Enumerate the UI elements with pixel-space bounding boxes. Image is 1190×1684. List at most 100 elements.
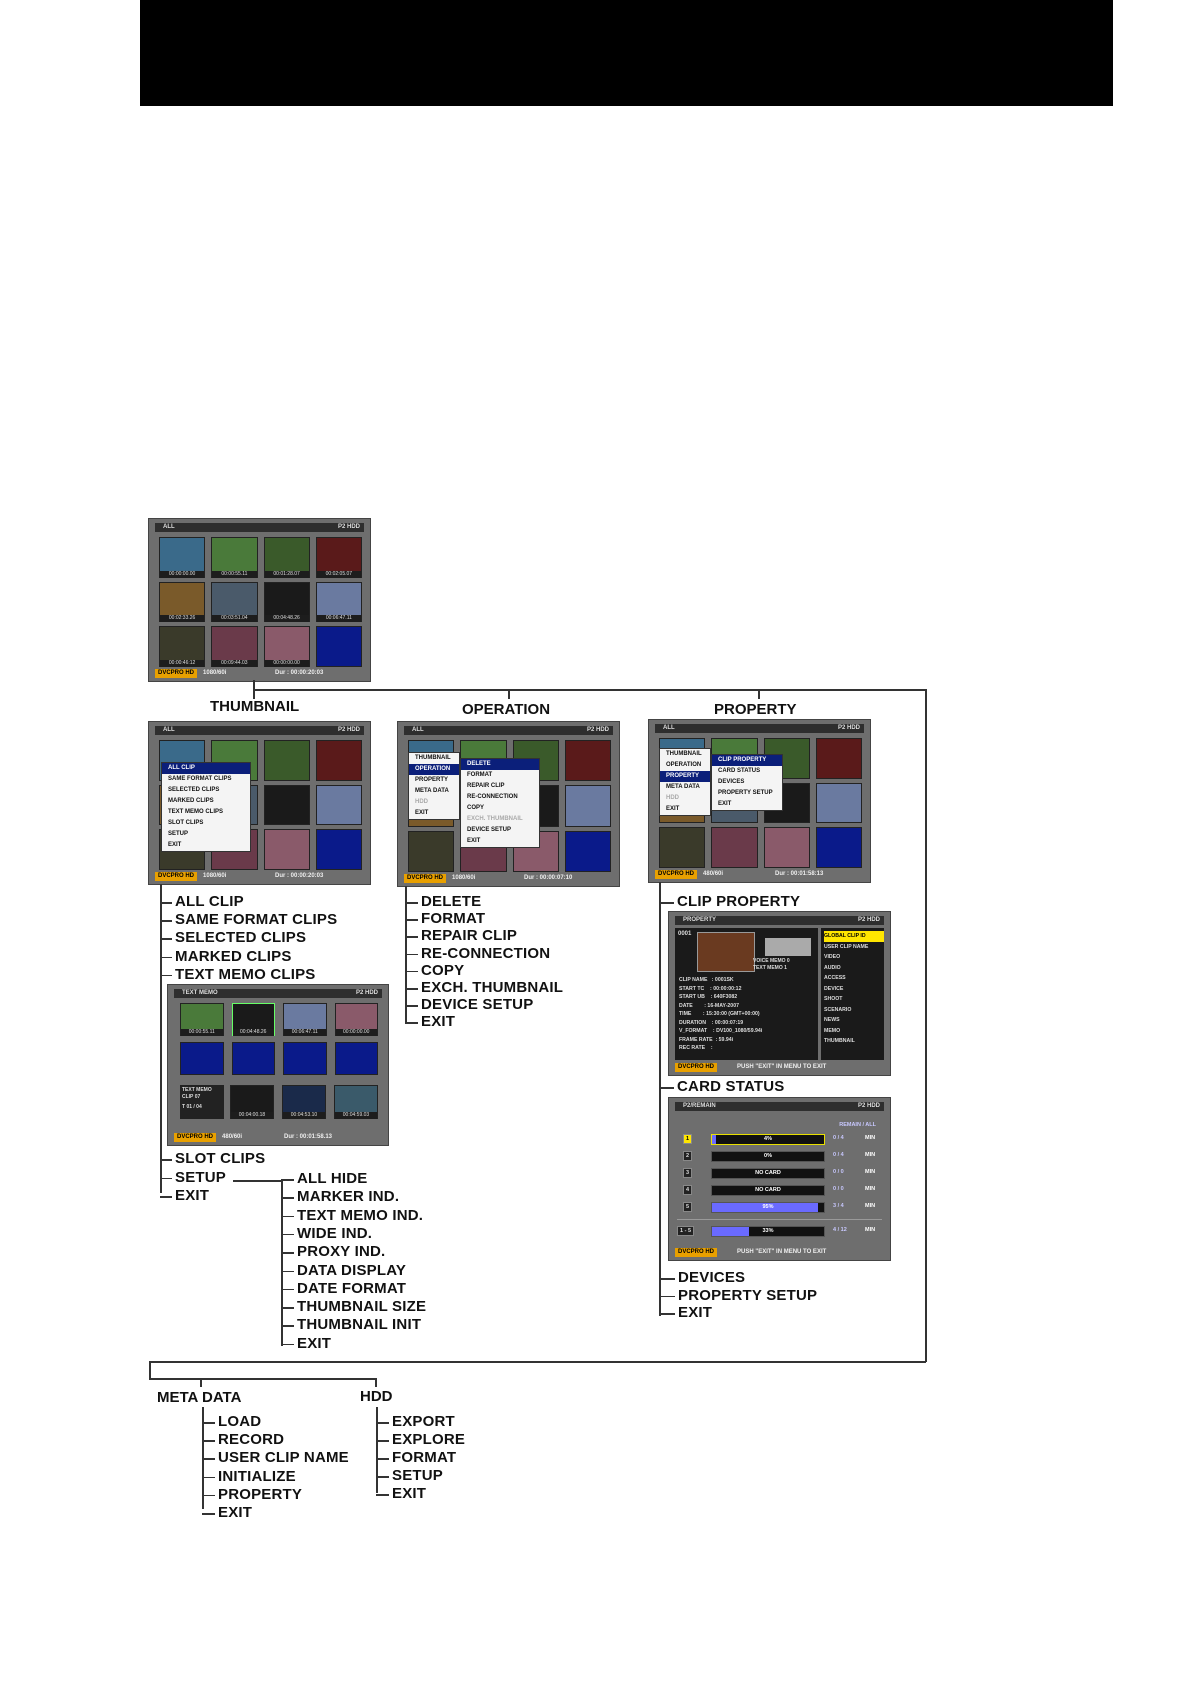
side-menu-item[interactable]: THUMBNAIL bbox=[824, 1038, 855, 1044]
menu-item[interactable]: EXIT bbox=[168, 842, 182, 848]
thumbnail-timecode: 00:06:47.11 bbox=[316, 615, 361, 623]
tree-branch bbox=[281, 1307, 294, 1309]
thumbnail-cell bbox=[815, 782, 862, 824]
tree-item: MARKED CLIPS bbox=[175, 947, 292, 965]
menu-item[interactable]: FORMAT bbox=[467, 772, 493, 778]
thumbnail-timecode: 00:04:53.10 bbox=[283, 1112, 325, 1119]
thumbnail-cell bbox=[815, 738, 862, 779]
menu-item[interactable]: MARKED CLIPS bbox=[168, 798, 214, 804]
menu-item[interactable]: PROPERTY SETUP bbox=[718, 790, 773, 796]
menu-item[interactable]: SLOT CLIPS bbox=[168, 820, 204, 826]
memo-bottom-cell: 00:04:00.18 bbox=[230, 1085, 274, 1119]
thumbnail-timecode: 00:04:48.26 bbox=[264, 615, 309, 623]
menu-item[interactable]: THUMBNAIL bbox=[666, 751, 702, 757]
menu-item[interactable]: META DATA bbox=[415, 788, 449, 794]
menu-item[interactable]: OPERATION bbox=[666, 762, 702, 768]
side-menu-item[interactable]: USER CLIP NAME bbox=[824, 943, 869, 950]
property-main-menu: THUMBNAIL OPERATION PROPERTY META DATA HDD EX… bbox=[659, 748, 711, 816]
tree-branch bbox=[405, 970, 418, 973]
menu-item[interactable]: PROPERTY bbox=[660, 771, 710, 782]
menu-item[interactable]: CLIP PROPERTY bbox=[712, 755, 782, 766]
thumbnail-cell bbox=[315, 626, 362, 667]
card-status-separator bbox=[677, 1219, 882, 1220]
slot-unit: MIN bbox=[865, 1203, 876, 1209]
header-hdd: HDD bbox=[360, 1388, 393, 1405]
side-menu-item[interactable]: NEWS bbox=[824, 1017, 840, 1023]
tree-item: CLIP PROPERTY bbox=[677, 893, 801, 910]
tree-item: EXIT bbox=[218, 1504, 253, 1521]
tree-item: EXPLORE bbox=[392, 1431, 466, 1448]
thumbnail-cell bbox=[763, 827, 810, 868]
slot-percent-text: 33% bbox=[762, 1228, 774, 1234]
clip-field: TIME : 15:30:00 (GMT+00:00) bbox=[679, 1011, 760, 1017]
tree-branch bbox=[281, 1215, 294, 1218]
menu-item[interactable]: TEXT MEMO CLIPS bbox=[168, 809, 224, 815]
menu-item[interactable]: DELETE bbox=[461, 759, 539, 770]
slot-progress-bar: 33% bbox=[711, 1226, 825, 1237]
side-menu-item[interactable]: SHOOT bbox=[824, 996, 843, 1002]
memo-empty-cell bbox=[334, 1042, 378, 1075]
side-menu-item[interactable]: SCENARIO bbox=[824, 1006, 852, 1013]
menu-item[interactable]: EXIT bbox=[666, 806, 680, 812]
side-menu-item[interactable]: VIDEO bbox=[824, 954, 841, 960]
menu-item[interactable]: EXIT bbox=[467, 838, 481, 844]
tree-line bbox=[253, 680, 255, 690]
side-menu-item[interactable]: AUDIO bbox=[824, 964, 841, 971]
menu-item[interactable]: OPERATION bbox=[409, 764, 459, 775]
menu-item[interactable]: SAME FORMAT CLIPS bbox=[168, 776, 232, 782]
thumbnail-cell: 00:06:47.11 bbox=[315, 581, 362, 623]
slot-progress-bar: 95% bbox=[711, 1202, 825, 1213]
thumbnail-cell bbox=[315, 784, 362, 826]
tree-branch bbox=[659, 1278, 675, 1280]
side-menu-item[interactable]: ACCESS bbox=[824, 975, 846, 981]
menu-item[interactable]: DEVICE SETUP bbox=[467, 827, 512, 833]
side-menu-item[interactable]: DEVICE bbox=[824, 985, 844, 992]
slot-number: 2 bbox=[683, 1151, 693, 1161]
side-menu-item[interactable]: MEMO bbox=[824, 1027, 841, 1034]
slot-progress-fill bbox=[712, 1203, 819, 1212]
tree-line bbox=[200, 1378, 202, 1387]
menu-item[interactable]: REPAIR CLIP bbox=[467, 783, 505, 789]
clip-field: CLIP NAME : 0001SK bbox=[679, 977, 734, 983]
menu-item[interactable]: HDD bbox=[415, 799, 428, 805]
menu-item[interactable]: EXIT bbox=[718, 801, 732, 807]
tree-item: PROPERTY bbox=[218, 1485, 303, 1503]
tree-branch bbox=[281, 1233, 294, 1236]
menu-item[interactable]: META DATA bbox=[666, 784, 700, 790]
thumbnail-cell: 00:00:00.00 bbox=[263, 626, 310, 667]
menu-item[interactable]: PROPERTY bbox=[415, 777, 449, 783]
menu-item[interactable]: THUMBNAIL bbox=[415, 755, 451, 761]
slot-unit: MIN bbox=[865, 1169, 876, 1175]
menu-item[interactable]: EXCH. THUMBNAIL bbox=[467, 816, 523, 822]
tree-item: EXIT bbox=[678, 1304, 713, 1322]
menu-item[interactable]: HDD bbox=[666, 795, 679, 801]
clip-property-panel: 0001 VOICE MEMO 0 TEXT MEMO 1 CLIP NAME … bbox=[675, 928, 818, 1060]
slot-unit: MIN bbox=[865, 1152, 876, 1158]
slot-unit: MIN bbox=[865, 1135, 876, 1141]
header-meta-data: META DATA bbox=[157, 1389, 242, 1406]
tree-branch bbox=[202, 1494, 215, 1497]
tree-branch bbox=[659, 1295, 675, 1298]
side-menu-item[interactable]: GLOBAL CLIP ID bbox=[824, 931, 884, 942]
menu-item[interactable]: SETUP bbox=[168, 831, 189, 837]
menu-item[interactable]: EXIT bbox=[415, 810, 429, 816]
menu-item[interactable]: CARD STATUS bbox=[718, 768, 761, 774]
tree-item: DATA DISPLAY bbox=[297, 1261, 407, 1279]
menu-item[interactable]: SELECTED CLIPS bbox=[168, 787, 220, 793]
slot-remain: 0 / 4 bbox=[833, 1135, 844, 1141]
menu-item[interactable]: RE-CONNECTION bbox=[467, 794, 518, 800]
thumbnail-timecode: 00:06:47.11 bbox=[284, 1029, 326, 1036]
menu-item[interactable]: DEVICES bbox=[718, 779, 745, 785]
tree-line bbox=[202, 1407, 204, 1509]
menu-item[interactable]: COPY bbox=[467, 805, 485, 811]
text-memo-info: TEXT MEMO CLIP 07 T 01 / 04 bbox=[180, 1085, 224, 1119]
menu-item[interactable]: ALL CLIP bbox=[162, 763, 250, 774]
